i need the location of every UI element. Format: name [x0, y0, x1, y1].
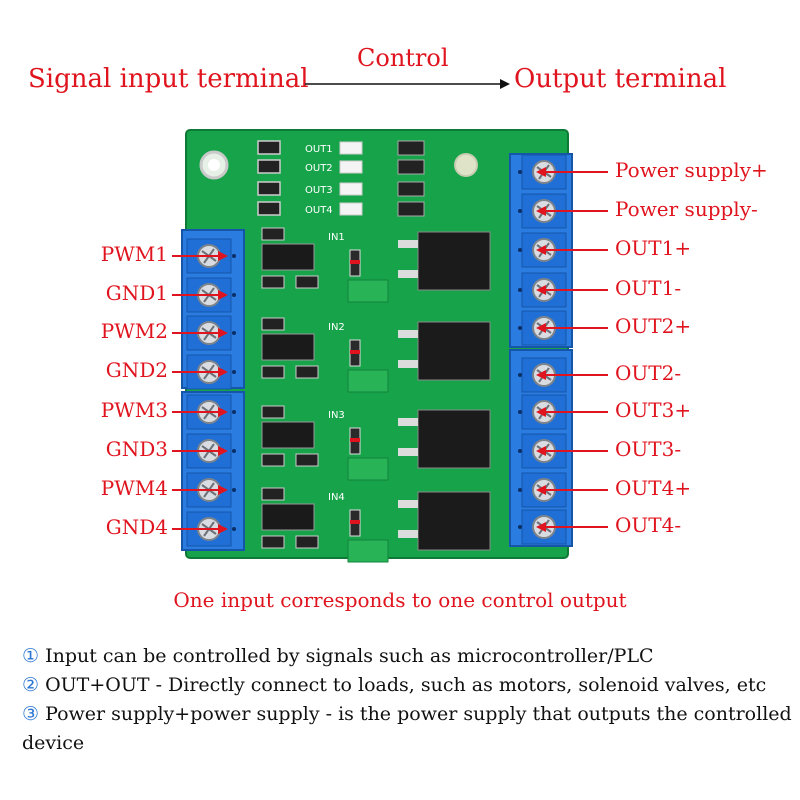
- right-pin-label-3: OUT1+: [615, 236, 692, 260]
- silkscreen-out-label: OUT1: [305, 144, 333, 155]
- left-pin-label-gnd1: GND1: [105, 281, 168, 305]
- note-text: OUT+OUT - Directly connect to loads, suc…: [39, 674, 767, 696]
- mosfet-chip: [417, 231, 491, 291]
- mosfet-chip: [417, 321, 491, 381]
- note-text: Input can be controlled by signals such …: [39, 645, 654, 667]
- optocoupler-chip: [261, 503, 315, 531]
- silkscreen-in-label: IN4: [328, 492, 345, 503]
- control-label: Control: [357, 44, 449, 72]
- right-pin-label-8: OUT3-: [615, 437, 682, 461]
- note-1: ① Input can be controlled by signals suc…: [22, 642, 792, 671]
- optocoupler-chip: [261, 333, 315, 361]
- control-arrow: [305, 79, 510, 89]
- silkscreen-out-label: OUT4: [305, 205, 333, 216]
- note-3: ③ Power supply+power supply - is the pow…: [22, 700, 792, 758]
- left-pin-label-pwm3: PWM3: [100, 398, 168, 422]
- right-pin-label-5: OUT2+: [615, 314, 692, 338]
- left-pin-label-pwm4: PWM4: [100, 476, 168, 500]
- left-pin-label-pwm1: PWM1: [100, 242, 168, 266]
- note-2: ② OUT+OUT - Directly connect to loads, s…: [22, 671, 792, 700]
- right-pin-label-6: OUT2-: [615, 361, 682, 385]
- silkscreen-out-label: OUT3: [305, 185, 333, 196]
- note-marker: ③: [22, 703, 40, 725]
- optocoupler-chip: [261, 421, 315, 449]
- caption: One input corresponds to one control out…: [173, 588, 627, 612]
- right-pin-label-7: OUT3+: [615, 398, 692, 422]
- output-terminal-label: Output terminal: [514, 64, 727, 94]
- note-marker: ②: [22, 674, 40, 696]
- mosfet-chip: [417, 491, 491, 551]
- silkscreen-out-label: OUT2: [305, 163, 333, 174]
- right-pin-label-4: OUT1-: [615, 276, 682, 300]
- mosfet-chip: [417, 409, 491, 469]
- notes-list: ① Input can be controlled by signals suc…: [22, 642, 792, 758]
- right-pin-label-10: OUT4-: [615, 513, 682, 537]
- silkscreen-in-label: IN2: [328, 322, 345, 333]
- silkscreen-in-label: IN3: [328, 410, 345, 421]
- right-pin-label-2: Power supply-: [615, 197, 758, 221]
- left-pin-label-gnd2: GND2: [105, 358, 168, 382]
- note-marker: ①: [22, 645, 40, 667]
- left-pin-label-pwm2: PWM2: [100, 319, 168, 343]
- note-text: Power supply+power supply - is the power…: [22, 703, 792, 754]
- left-pin-label-gnd4: GND4: [105, 515, 168, 539]
- left-pin-label-gnd3: GND3: [105, 437, 168, 461]
- mounting-hole: [454, 153, 478, 177]
- right-pin-label-9: OUT4+: [615, 476, 692, 500]
- signal-input-label: Signal input terminal: [28, 64, 309, 94]
- optocoupler-chip: [261, 243, 315, 271]
- right-pin-label-1: Power supply+: [615, 158, 768, 182]
- silkscreen-in-label: IN1: [328, 232, 345, 243]
